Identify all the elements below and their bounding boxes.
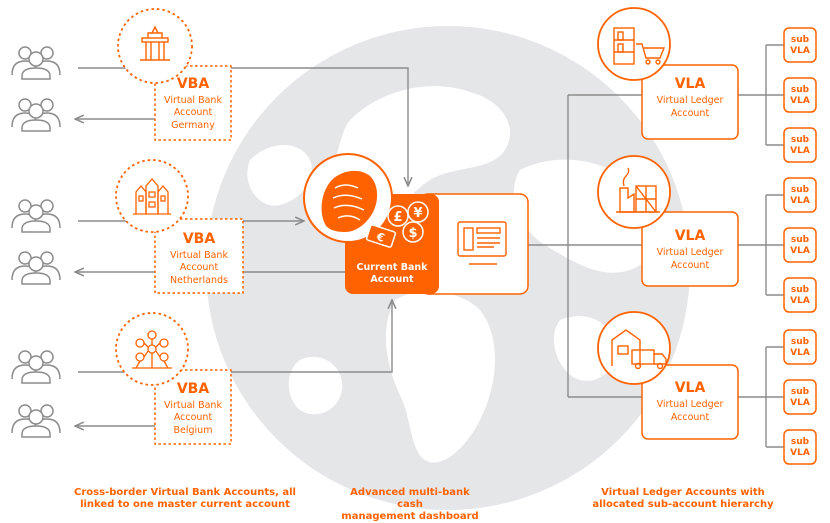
sub-vla-label: VLA	[790, 348, 810, 358]
vla-label-line2: Account	[671, 412, 710, 423]
factory-icon	[616, 167, 660, 213]
sub-vla-label: sub	[791, 35, 810, 45]
current-bank-account-card: Current Bank Account £ ¥ $ €	[303, 153, 439, 294]
customer-group-icon	[11, 251, 61, 285]
sub-vla-label: sub	[791, 85, 810, 95]
vla-label-line1: Virtual Ledger	[657, 399, 724, 410]
sub-vla-box	[783, 429, 817, 465]
customer-group-3	[11, 199, 61, 233]
vla-title: VLA	[675, 380, 706, 396]
customer-group-2	[11, 98, 61, 132]
customer-group-1	[11, 46, 61, 80]
brandenburg-gate-icon	[140, 25, 170, 61]
sub-vla-label: VLA	[790, 398, 810, 408]
vba-country: Belgium	[174, 425, 213, 436]
vba-label-line1: Virtual Bank	[170, 250, 228, 261]
dashboard-monitor-icon	[457, 221, 507, 265]
customer-group-icon	[11, 199, 61, 233]
vla-card-1: VLA Virtual Ledger Account	[597, 7, 739, 140]
caption-middle-line2: management dashboard	[341, 511, 479, 522]
vba-label-line2: Account	[180, 262, 219, 273]
vla-connectors	[528, 44, 784, 448]
vba-label-line2: Account	[174, 412, 213, 423]
sub-vla-box	[783, 277, 817, 313]
sub-vla-boxes: subVLAsubVLAsubVLAsubVLAsubVLAsubVLAsubV…	[783, 27, 817, 465]
sub-vla-box	[783, 27, 817, 63]
vba-card-netherlands: VBA Virtual Bank Account Netherlands	[115, 159, 244, 294]
vba-label-line1: Virtual Bank	[164, 400, 222, 411]
sub-vla-label: VLA	[790, 448, 810, 458]
euro-icon: €	[374, 230, 386, 245]
vba-card-germany: VBA Virtual Bank Account Germany	[117, 8, 232, 141]
caption-right-line2: allocated sub-account hierarchy	[592, 499, 774, 510]
sub-vla-label: VLA	[790, 246, 810, 256]
vla-card-2: VLA Virtual Ledger Account	[597, 155, 739, 287]
vla-label-line1: Virtual Ledger	[657, 95, 724, 106]
caption-middle: Advanced multi-bank cash management dash…	[340, 487, 480, 523]
customer-group-icon	[11, 404, 61, 438]
sub-vla-box	[783, 329, 817, 365]
sub-vla-label: sub	[791, 285, 810, 295]
warehouse-truck-icon	[611, 329, 667, 370]
customer-group-icon	[11, 98, 61, 132]
sub-vla-label: sub	[791, 135, 810, 145]
vba-country: Netherlands	[170, 275, 228, 286]
sub-vla-label: VLA	[790, 196, 810, 206]
caption-left: Cross-border Virtual Bank Accounts, all …	[30, 487, 340, 511]
current-account-line1: Current Bank	[357, 262, 429, 273]
vba-title: VBA	[177, 76, 210, 92]
vba-label-line2: Account	[174, 107, 213, 118]
sub-vla-label: VLA	[790, 46, 810, 56]
vba-title: VBA	[183, 231, 216, 247]
vba-card-belgium: VBA Virtual Bank Account Belgium	[115, 312, 232, 445]
atomium-icon	[132, 330, 172, 369]
sub-vla-label: sub	[791, 387, 810, 397]
sub-vla-label: VLA	[790, 296, 810, 306]
customer-group-icon	[11, 46, 61, 80]
vla-label-line1: Virtual Ledger	[657, 247, 724, 258]
yen-icon: ¥	[413, 206, 422, 221]
vla-title: VLA	[675, 76, 706, 92]
sub-vla-label: sub	[791, 235, 810, 245]
retail-shelf-cart-icon	[613, 27, 666, 65]
customer-group-icon	[11, 350, 61, 384]
caption-left-line2: linked to one master current account	[80, 499, 290, 510]
sub-vla-label: sub	[791, 185, 810, 195]
sub-vla-label: VLA	[790, 146, 810, 156]
vla-card-3: VLA Virtual Ledger Account	[597, 311, 739, 440]
customer-group-6	[11, 404, 61, 438]
caption-right-line1: Virtual Ledger Accounts with	[601, 487, 765, 498]
sub-vla-box	[783, 177, 817, 213]
lion-logo-icon	[321, 170, 378, 232]
sub-vla-box	[783, 127, 817, 163]
dollar-icon: $	[408, 226, 417, 241]
sub-vla-label: VLA	[790, 96, 810, 106]
vla-title: VLA	[675, 228, 706, 244]
currency-icons: £ ¥ $ €	[365, 201, 429, 248]
vla-label-line2: Account	[671, 108, 710, 119]
vba-label-line1: Virtual Bank	[164, 95, 222, 106]
vla-label-line2: Account	[671, 260, 710, 271]
sub-vla-label: sub	[791, 337, 810, 347]
customer-group-4	[11, 251, 61, 285]
current-account-line2: Account	[370, 274, 414, 285]
sub-vla-box	[783, 227, 817, 263]
caption-right: Virtual Ledger Accounts with allocated s…	[568, 487, 798, 511]
sub-vla-box	[783, 379, 817, 415]
caption-left-line1: Cross-border Virtual Bank Accounts, all	[74, 487, 296, 498]
vba-title: VBA	[177, 381, 210, 397]
caption-middle-line1: Advanced multi-bank cash	[350, 487, 470, 510]
dashboard-panel	[419, 193, 529, 295]
customer-group-5	[11, 350, 61, 384]
vba-country: Germany	[171, 120, 215, 131]
sub-vla-box	[783, 77, 817, 113]
canal-houses-icon	[133, 178, 171, 215]
sub-vla-label: sub	[791, 437, 810, 447]
pound-icon: £	[393, 210, 402, 225]
